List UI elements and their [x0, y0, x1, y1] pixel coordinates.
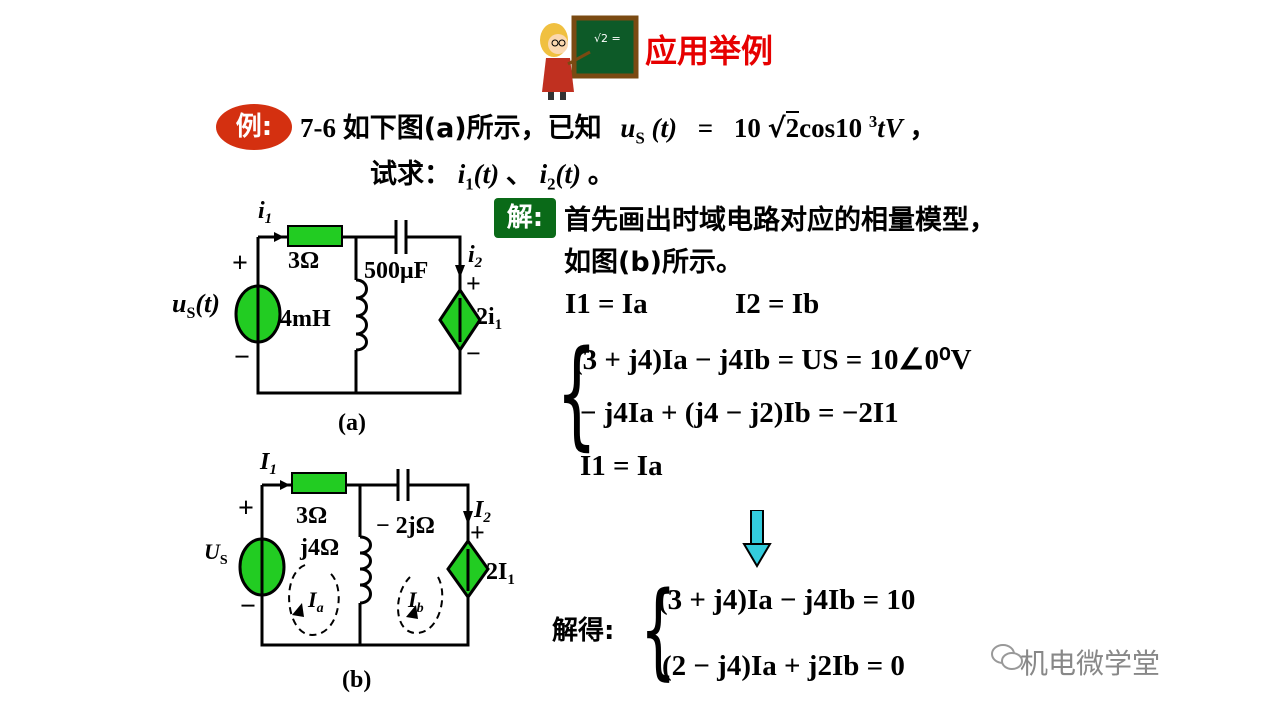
eq-i2-text: I2 = Ib: [735, 288, 820, 320]
wechat-icon: [991, 644, 1023, 670]
ask-i2-sub: 2: [547, 174, 556, 194]
label-resistor: 3Ω: [288, 248, 319, 274]
label-capacitor-b: − 2jΩ: [376, 513, 435, 539]
label-Ib: Ib: [407, 587, 424, 616]
given-root: 2: [785, 111, 800, 143]
given-sub: S: [635, 128, 645, 148]
ask-i1-sub: 1: [465, 174, 474, 194]
circuit-b: I1 3Ω − 2jΩ j4Ω I2 + − + US 2I1 Ia Ib (b…: [204, 449, 515, 693]
label-dep-a: 2i1: [476, 304, 502, 333]
plus-dep-b: +: [470, 518, 485, 547]
ask-sep: 、: [505, 159, 533, 190]
result-eq-1: (3 + j4)Ia − j4Ib = 10: [658, 584, 916, 616]
plus-dep-a: +: [466, 269, 481, 298]
label-Ia: Ia: [307, 587, 324, 616]
blackboard-text: √2 =: [594, 32, 621, 45]
label-i1: i1: [258, 198, 272, 227]
solution-line-1: 首先画出时域电路对应的相量模型，: [564, 205, 996, 236]
given-var: u: [620, 113, 636, 143]
minus-a: −: [234, 342, 250, 373]
given-coef: 10: [733, 113, 761, 143]
problem-text: 如下图(a)所示，已知: [342, 113, 602, 144]
ask-label: 试求：: [370, 159, 451, 190]
result-brace: {: [640, 569, 677, 691]
problem-statement: 7-6 如下图(a)所示，已知 uS (t) = 10 √2cos10 3tV …: [300, 106, 937, 148]
problem-question: 试求： i1(t) 、 i2(t) 。: [370, 152, 615, 194]
given-eq: =: [697, 113, 714, 143]
label-I1-b: I1: [259, 449, 277, 478]
watermark: 机电微学堂: [1020, 647, 1161, 680]
label-capacitor: 500μF: [364, 258, 428, 284]
label-resistor-b: 3Ω: [296, 503, 327, 529]
page-title: 应用举例: [645, 32, 774, 70]
ask-i1-arg: (t): [473, 159, 500, 189]
plus-a: +: [232, 248, 248, 279]
eq-i1-text: I1 = Ia: [565, 288, 648, 320]
resistor: [287, 225, 343, 247]
sqrt-icon: √: [767, 113, 786, 144]
example-number: 7-6: [300, 113, 336, 143]
minus-dep-a: −: [466, 339, 481, 368]
ask-end: 。: [587, 159, 615, 190]
ask-i2-arg: (t): [555, 159, 581, 189]
given-tail: tV: [877, 113, 903, 143]
given-comma: ，: [909, 113, 937, 144]
system-brace: {: [556, 324, 598, 462]
resistor-b: [291, 472, 347, 494]
caption-a: (a): [338, 410, 366, 436]
label-I2-b: I2: [473, 497, 491, 526]
given-exp: 3: [868, 112, 878, 131]
solution-badge: 解:: [494, 198, 556, 238]
example-badge: 例:: [216, 104, 292, 150]
equation-i1: I1 = Ia: [565, 288, 648, 321]
minus-b: −: [240, 591, 256, 622]
ask-i2: i: [539, 159, 548, 189]
result-eq-2: (2 − j4)Ia + j2Ib = 0: [662, 650, 905, 682]
solution-line-2: 如图(b)所示。: [564, 247, 744, 278]
label-source-a: uS(t): [172, 289, 220, 322]
given-arg: (t): [651, 113, 677, 143]
loop-a-arrow: [288, 564, 340, 637]
equation-i2: I2 = Ib: [735, 288, 819, 321]
given-cos: cos10: [799, 113, 863, 143]
plus-b: +: [238, 493, 254, 524]
ask-i1: i: [457, 159, 466, 189]
system-eq-1: (3 + j4)Ia − j4Ib = US = 10∠0⁰V: [573, 344, 972, 376]
circuit-a: i1 3Ω 500μF 4mH i2 + − + − uS(t) 2i1 (a): [172, 198, 502, 436]
label-inductor: 4mH: [280, 306, 331, 332]
caption-b: (b): [342, 667, 371, 693]
system-eq-3: I1 = Ia: [580, 450, 663, 482]
system-eq-2: − j4Ia + (j4 − j2)Ib = −2I1: [580, 397, 899, 429]
label-source-b: US: [204, 539, 228, 568]
label-i2: i2: [468, 242, 483, 271]
label-dep-b: 2I1: [486, 559, 515, 588]
result-label: 解得:: [552, 616, 615, 646]
teacher-icon: √2 =: [540, 15, 639, 100]
label-inductor-b: j4Ω: [299, 535, 339, 561]
down-arrow-icon: [742, 510, 772, 568]
